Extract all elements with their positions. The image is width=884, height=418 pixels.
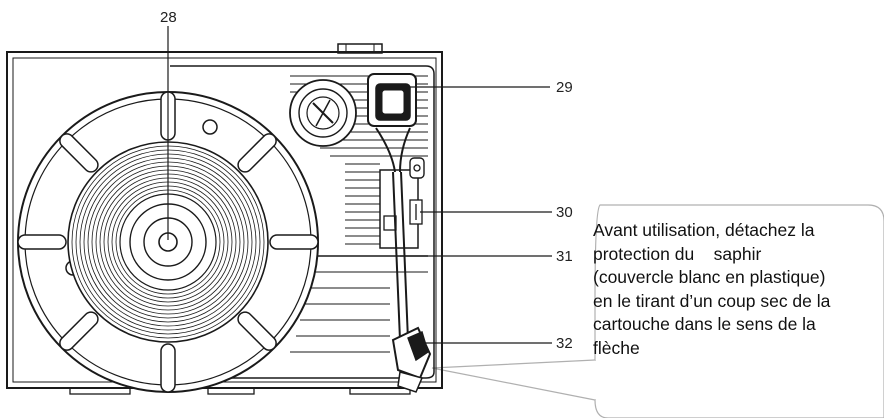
callout-28: 28: [160, 9, 177, 26]
stylus-protection-note: Avant utilisation, détachez la protectio…: [593, 219, 883, 360]
note-line: flèche: [593, 337, 640, 358]
note-line: protection du saphir: [593, 243, 762, 264]
note-line: Avant utilisation, détachez la: [593, 220, 815, 240]
note-line: cartouche dans le sens de la: [593, 314, 816, 334]
callout-32: 32: [556, 335, 573, 352]
tonearm: [367, 73, 432, 393]
note-line: en le tirant d’un coup sec de la: [593, 290, 831, 311]
leader-lines: [167, 26, 552, 344]
note-line: (couvercle blanc en plastique): [593, 267, 826, 287]
callout-30: 30: [556, 204, 573, 221]
adapter-holder: [289, 79, 357, 147]
callout-29: 29: [556, 79, 573, 96]
callout-31: 31: [556, 248, 573, 265]
note-bubble: [431, 204, 884, 418]
